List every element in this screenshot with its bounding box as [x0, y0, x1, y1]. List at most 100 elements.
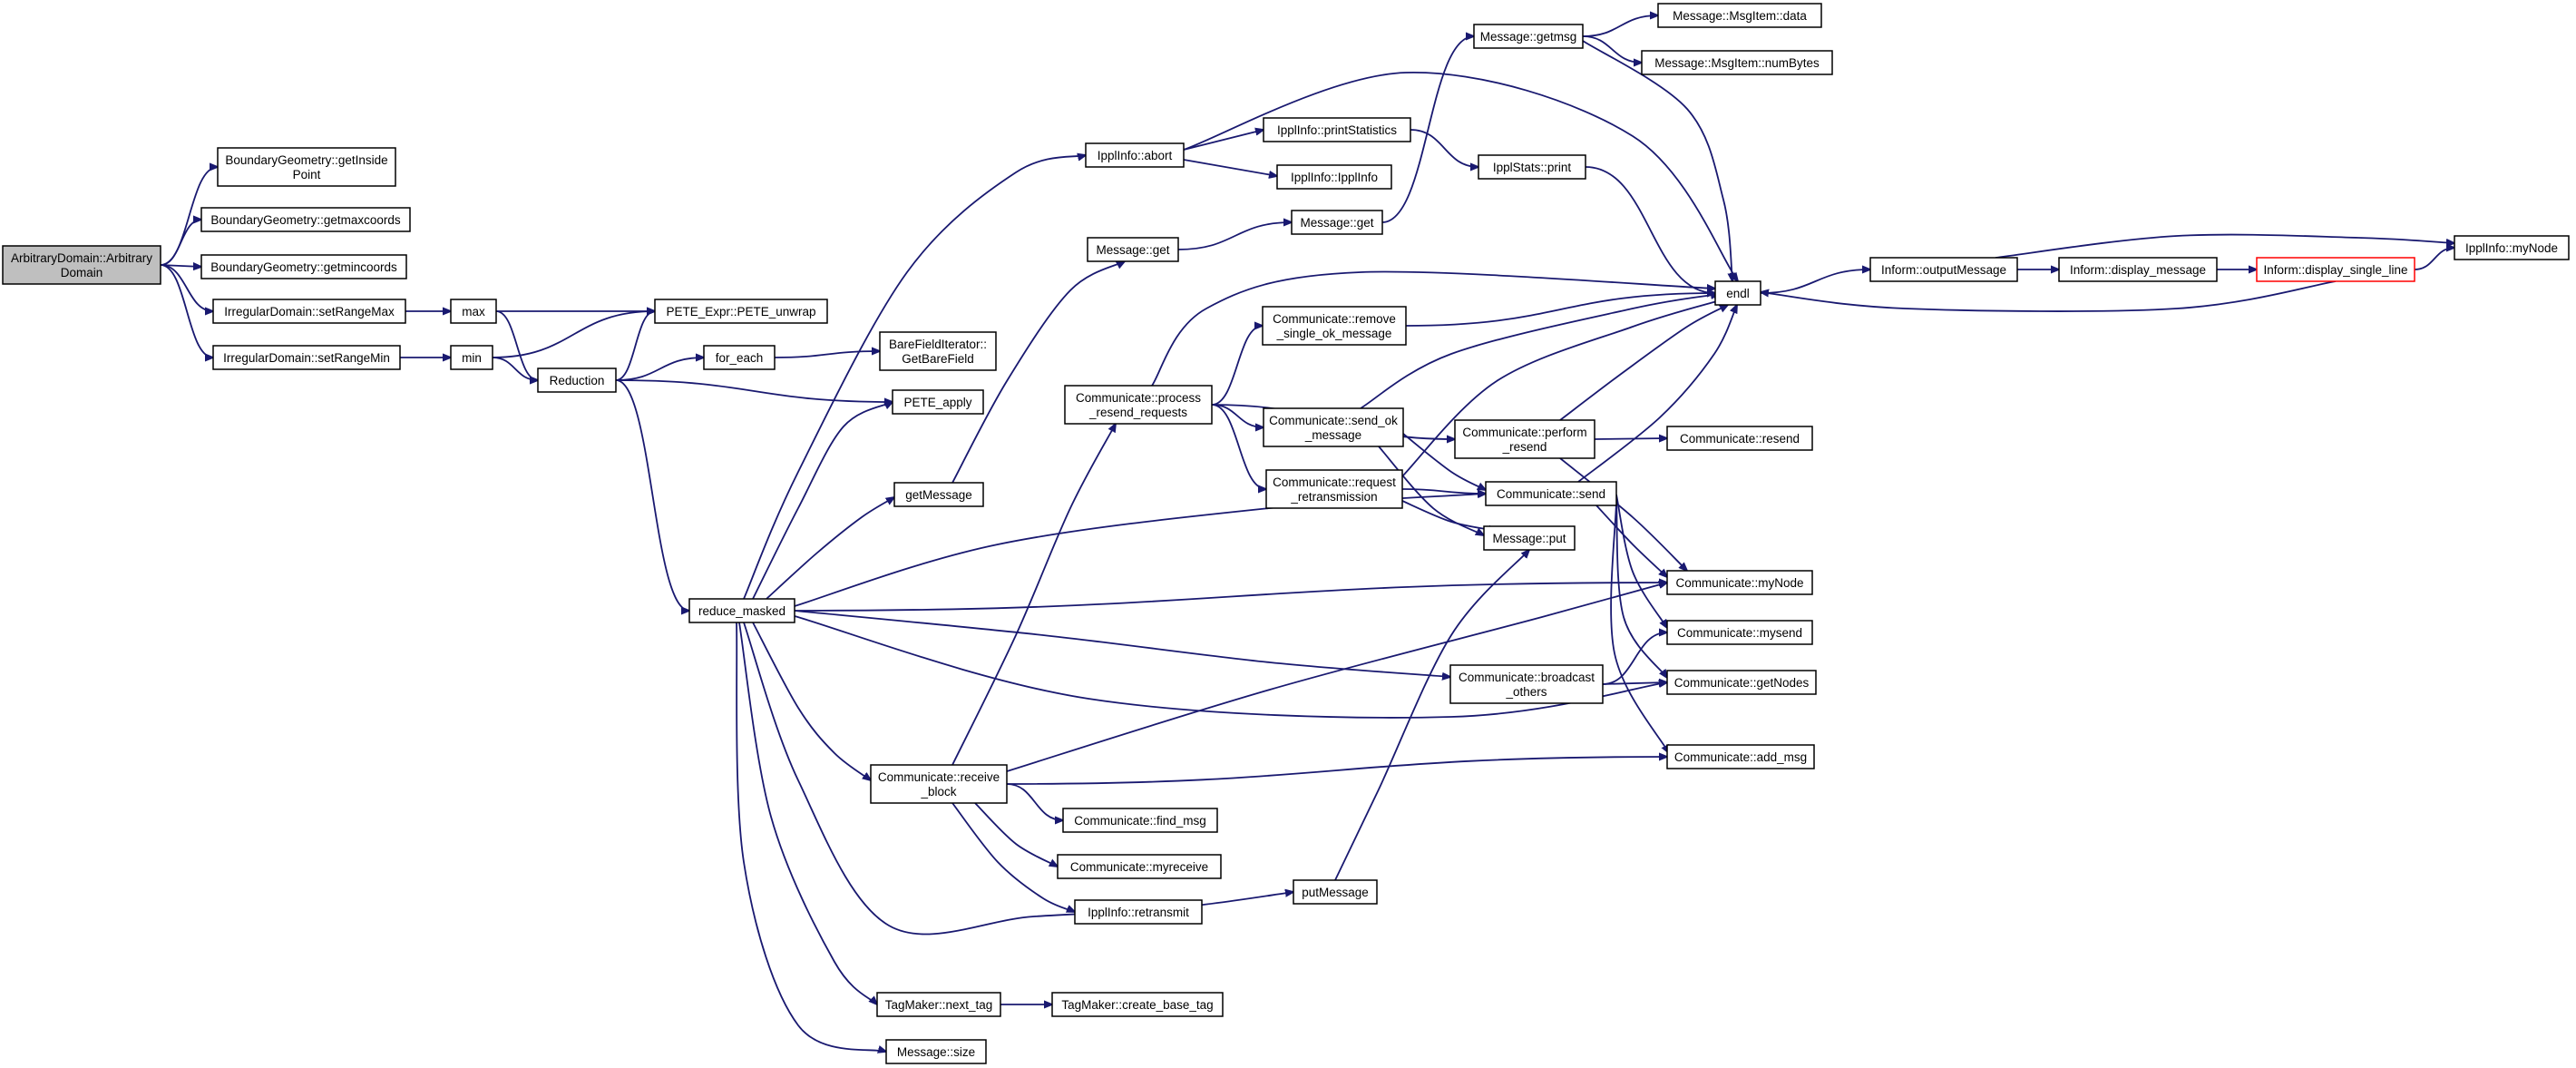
node-removeSingleOk[interactable]: Communicate::remove_single_ok_message: [1262, 306, 1407, 346]
node-getmaxcoords[interactable]: BoundaryGeometry::getmaxcoords: [200, 207, 411, 232]
node-label: Inform::display_single_line: [2263, 263, 2407, 277]
edge-processResend-to-endl: [1151, 270, 1715, 387]
node-putMessage[interactable]: putMessage: [1293, 879, 1378, 905]
node-box: [1293, 879, 1378, 905]
node-box: [1085, 142, 1185, 168]
node-msgGet[interactable]: Message::get: [1087, 237, 1179, 262]
node-box: [876, 992, 1001, 1017]
node-receiveBlock[interactable]: Communicate::receive_block: [870, 764, 1008, 804]
node-label: reduce_masked: [698, 604, 785, 618]
edge-sendOk-to-endl: [1360, 294, 1719, 409]
node-box: [217, 147, 396, 187]
node-arbitrary[interactable]: ArbitraryDomain::ArbitraryDomain: [2, 245, 161, 285]
node-box: [1057, 854, 1222, 879]
node-createBaseTag[interactable]: TagMaker::create_base_tag: [1051, 992, 1224, 1017]
node-label: for_each: [716, 351, 764, 365]
node-box: [688, 598, 795, 623]
edge-min-to-peteUnwrap: [492, 311, 655, 358]
node-reduceMasked[interactable]: reduce_masked: [688, 598, 795, 623]
node-min[interactable]: min: [450, 345, 493, 370]
node-msgData[interactable]: Message::MsgItem::data: [1657, 3, 1822, 28]
node-getNodes[interactable]: Communicate::getNodes: [1666, 670, 1817, 695]
node-endl[interactable]: endl: [1714, 280, 1761, 306]
node-displayMessage[interactable]: Inform::display_message: [2058, 257, 2218, 282]
node-label: PETE_Expr::PETE_unwrap: [666, 305, 815, 318]
node-msgSize[interactable]: Message::size: [885, 1039, 987, 1064]
node-ipplMyNode[interactable]: IpplInfo::myNode: [2454, 235, 2570, 260]
node-bareField[interactable]: BareFieldIterator::GetBareField: [879, 331, 997, 371]
node-box: [1276, 164, 1392, 190]
node-resend[interactable]: Communicate::resend: [1666, 426, 1813, 451]
node-abort[interactable]: IpplInfo::abort: [1085, 142, 1185, 168]
node-setRangeMin[interactable]: IrregularDomain::setRangeMin: [212, 345, 401, 370]
node-box: [200, 207, 411, 232]
node-myreceive[interactable]: Communicate::myreceive: [1057, 854, 1222, 879]
edge-endl-to-outputMessage: [1760, 269, 1870, 294]
node-box: [885, 1039, 987, 1064]
node-box: [893, 482, 984, 507]
edge-performResend-to-endl: [1559, 305, 1728, 421]
node-box: [1869, 257, 2018, 282]
node-peteApply[interactable]: PETE_apply: [892, 389, 984, 415]
edge-arbitrary-to-setRangeMax: [160, 264, 213, 311]
edge-performResend-to-resend: [1594, 438, 1667, 439]
node-label: _resend_requests: [1088, 406, 1187, 419]
node-label: TagMaker::create_base_tag: [1061, 998, 1213, 1012]
node-msgPut[interactable]: Message::put: [1483, 525, 1576, 551]
node-box: [450, 299, 497, 324]
edge-displaySingleLine-to-ipplMyNode: [2414, 248, 2454, 270]
node-getmincoords[interactable]: BoundaryGeometry::getmincoords: [200, 254, 407, 279]
node-label: max: [462, 305, 485, 318]
edge-getmsg-to-numBytes: [1582, 35, 1642, 63]
node-msgGet2[interactable]: Message::get: [1291, 210, 1383, 235]
node-peteUnwrap[interactable]: PETE_Expr::PETE_unwrap: [654, 299, 828, 324]
node-commMyNode[interactable]: Communicate::myNode: [1666, 570, 1813, 595]
node-box: [2058, 257, 2218, 282]
node-outputMessage[interactable]: Inform::outputMessage: [1869, 257, 2018, 282]
edge-abort-to-endl: [1183, 72, 1738, 281]
node-processResend[interactable]: Communicate::process_resend_requests: [1064, 385, 1213, 425]
edge-send-to-endl: [1577, 305, 1737, 483]
node-box: [2454, 235, 2570, 260]
node-retransmit[interactable]: IpplInfo::retransmit: [1074, 899, 1203, 925]
edge-abort-to-printStatistics: [1183, 130, 1264, 151]
node-box: [1641, 50, 1833, 75]
node-broadcastOthers[interactable]: Communicate::broadcast_others: [1449, 664, 1604, 704]
node-performResend[interactable]: Communicate::perform_resend: [1454, 419, 1595, 459]
node-label: Domain: [61, 266, 103, 279]
node-numBytes[interactable]: Message::MsgItem::numBytes: [1641, 50, 1833, 75]
node-label: ArbitraryDomain::Arbitrary: [11, 251, 152, 265]
node-setRangeMax[interactable]: IrregularDomain::setRangeMax: [212, 299, 406, 324]
edge-processResend-to-requestRetrans: [1211, 404, 1266, 489]
node-requestRetrans[interactable]: Communicate::request_retransmission: [1265, 469, 1403, 509]
node-box: [1074, 899, 1203, 925]
node-displaySingleLine[interactable]: Inform::display_single_line: [2256, 257, 2415, 282]
node-label: Communicate::resend: [1680, 432, 1800, 446]
node-label: IpplInfo::printStatistics: [1277, 123, 1397, 137]
node-ipplStatsPrint[interactable]: IpplStats::print: [1478, 154, 1586, 180]
node-send[interactable]: Communicate::send: [1485, 481, 1617, 506]
node-getMessage[interactable]: getMessage: [893, 482, 984, 507]
node-printStatistics[interactable]: IpplInfo::printStatistics: [1263, 117, 1411, 142]
node-label: Communicate::myreceive: [1070, 860, 1208, 874]
node-nextTag[interactable]: TagMaker::next_tag: [876, 992, 1001, 1017]
edge-reduceMasked-to-msgSize: [736, 622, 886, 1052]
node-box: [1473, 24, 1584, 49]
node-label: Communicate::myNode: [1675, 576, 1803, 590]
node-reduction[interactable]: Reduction: [537, 367, 617, 393]
node-forEach[interactable]: for_each: [703, 345, 776, 370]
edge-receiveBlock-to-retransmit: [951, 802, 1075, 912]
node-getmsg[interactable]: Message::getmsg: [1473, 24, 1584, 49]
node-box: [1478, 154, 1586, 180]
node-sendOk[interactable]: Communicate::send_ok_message: [1263, 407, 1404, 447]
edge-receiveBlock-to-commMyNode: [1006, 583, 1667, 772]
node-mysend[interactable]: Communicate::mysend: [1666, 620, 1813, 645]
node-max[interactable]: max: [450, 299, 497, 324]
node-findMsg[interactable]: Communicate::find_msg: [1062, 808, 1218, 833]
node-label: Point: [293, 168, 321, 181]
edge-putMessage-to-msgPut: [1334, 550, 1529, 881]
edge-arbitrary-to-setRangeMin: [160, 264, 213, 358]
node-addMsg[interactable]: Communicate::add_msg: [1666, 744, 1815, 769]
node-ipplInfoCtor[interactable]: IpplInfo::IpplInfo: [1276, 164, 1392, 190]
